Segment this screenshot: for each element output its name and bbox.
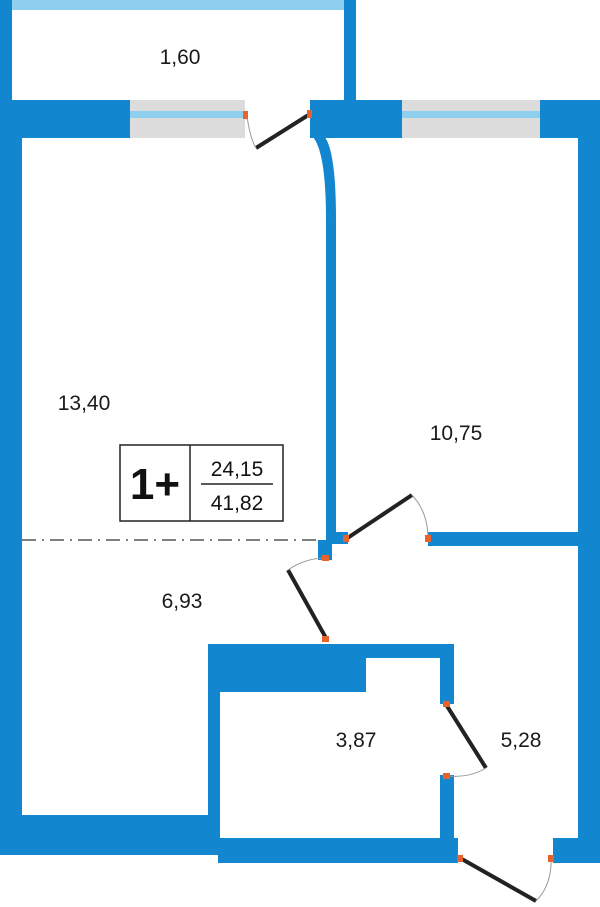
window-sill xyxy=(402,100,540,138)
hinge-marker xyxy=(443,701,450,707)
hinge-marker xyxy=(307,110,312,118)
hinge-marker xyxy=(548,855,554,862)
badge-total-area: 41,82 xyxy=(211,492,264,515)
door-leaf xyxy=(344,493,414,541)
badge-frame xyxy=(119,444,284,522)
room-area-bedroom: 10,75 xyxy=(430,422,483,445)
window-glass xyxy=(130,111,245,118)
window-glass xyxy=(402,111,540,118)
hinge-marker xyxy=(243,111,248,119)
hinge-marker xyxy=(425,535,431,542)
hinge-marker xyxy=(322,636,329,642)
room-area-kitchen-zone: 6,93 xyxy=(162,590,203,613)
door-entrance[interactable] xyxy=(459,856,552,903)
badge-living-area: 24,15 xyxy=(211,458,264,481)
balcony-wall-left xyxy=(0,0,12,100)
window-sill xyxy=(130,100,245,138)
room-area-balcony: 1,60 xyxy=(160,46,201,69)
outer-walls xyxy=(0,100,600,863)
bathroom-wall-right-lower xyxy=(440,775,454,845)
partition-bedroom-hall xyxy=(428,532,578,546)
room-area-bathroom: 3,87 xyxy=(336,729,377,752)
partition-living-bedroom xyxy=(312,136,336,540)
bathroom-wall-left xyxy=(208,644,220,844)
hinge-marker xyxy=(443,773,450,779)
door-bedroom[interactable] xyxy=(344,493,429,541)
wall-bottom-middle xyxy=(218,838,458,863)
door-leaf xyxy=(445,704,488,770)
door-swing-arc xyxy=(246,115,257,149)
room-area-living-room: 13,40 xyxy=(58,392,111,415)
window-bedroom xyxy=(402,100,540,138)
balcony xyxy=(0,0,356,100)
apartment-badge: 1+ 24,15 41,82 xyxy=(119,444,284,522)
hinge-marker xyxy=(343,535,349,542)
door-hinges xyxy=(243,110,554,862)
door-swing-arc xyxy=(411,494,429,540)
wall-right-upper xyxy=(578,100,600,850)
bathroom-wall-right-upper xyxy=(440,644,454,704)
balcony-glazing xyxy=(12,0,344,10)
door-leaf xyxy=(286,569,328,639)
wall-bottom-right xyxy=(553,838,600,863)
badge-room-count: 1+ xyxy=(130,460,180,509)
hinge-marker xyxy=(322,555,329,561)
door-swing-arc xyxy=(446,767,487,777)
door-leaf xyxy=(459,856,537,903)
wall-left xyxy=(0,100,22,840)
door-kitchen[interactable] xyxy=(286,557,328,639)
window-living-room xyxy=(130,100,245,138)
door-swing-arc xyxy=(535,857,552,902)
door-balcony[interactable] xyxy=(246,112,312,150)
interior-walls xyxy=(208,136,578,845)
wall-bottom-left xyxy=(0,815,218,855)
balcony-wall-right xyxy=(344,0,356,100)
door-bathroom[interactable] xyxy=(445,704,488,777)
bathroom-equipment-block xyxy=(208,644,366,692)
hinge-marker xyxy=(457,855,463,862)
wall-top-middle-segment xyxy=(310,100,402,138)
room-area-hallway: 5,28 xyxy=(501,729,542,752)
door-leaf xyxy=(254,112,312,150)
